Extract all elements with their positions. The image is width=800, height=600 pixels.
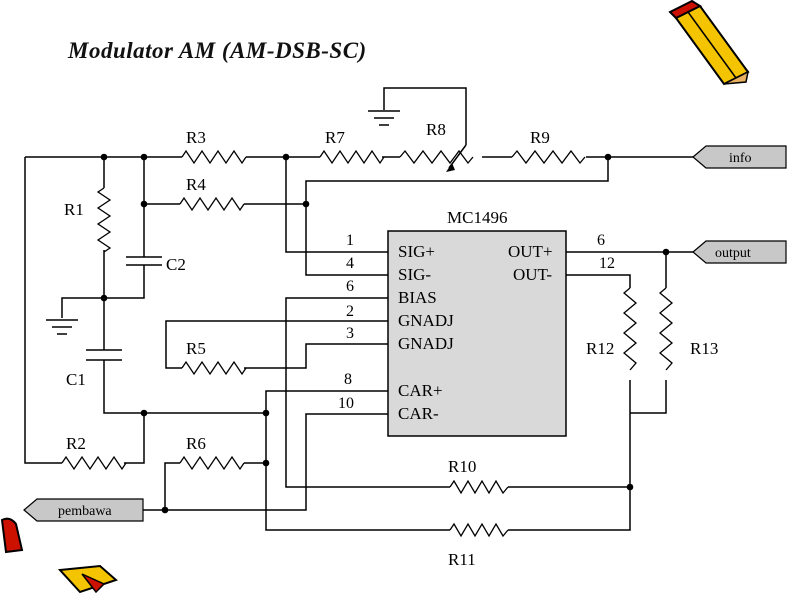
pin-label-out-plus: OUT+ xyxy=(508,242,553,261)
pencil-icon xyxy=(668,0,750,86)
resistor-r7 xyxy=(319,149,385,165)
label-c2: C2 xyxy=(166,255,186,274)
port-pembawa-label: pembawa xyxy=(58,504,112,519)
resistor-r8 xyxy=(399,149,474,165)
port-info-label: info xyxy=(729,151,752,166)
capacitor-c1 xyxy=(86,346,122,364)
label-r7: R7 xyxy=(325,128,345,147)
port-pembawa: pembawa xyxy=(23,498,144,522)
pin-label-gnadj-1: GNADJ xyxy=(398,311,454,330)
port-output: output xyxy=(692,240,787,264)
label-r12: R12 xyxy=(586,339,614,358)
chip-name: MC1496 xyxy=(447,208,507,227)
pin-number-4: 4 xyxy=(346,255,354,272)
pin-number-1: 1 xyxy=(346,232,354,249)
pin-number-6-right: 6 xyxy=(597,232,605,249)
label-c1: C1 xyxy=(66,370,86,389)
label-r11: R11 xyxy=(448,550,476,569)
port-info: info xyxy=(692,145,787,169)
resistor-r2 xyxy=(61,455,127,471)
resistor-r3 xyxy=(181,149,247,165)
label-r8: R8 xyxy=(426,120,446,139)
label-r4: R4 xyxy=(186,175,206,194)
ground-icon xyxy=(368,110,400,126)
pin-number-2: 2 xyxy=(346,303,354,320)
ground-icon xyxy=(46,319,78,335)
label-r1: R1 xyxy=(64,200,84,219)
resistor-r4 xyxy=(179,196,245,212)
pin-number-8: 8 xyxy=(344,371,352,388)
resistor-r9 xyxy=(511,149,586,165)
port-output-label: output xyxy=(715,246,751,261)
resistor-r12 xyxy=(622,287,638,371)
resistor-r5 xyxy=(181,360,247,376)
pin-label-gnadj-2: GNADJ xyxy=(398,334,454,353)
pin-label-car-plus: CAR+ xyxy=(398,381,443,400)
pin-number-3: 3 xyxy=(346,325,354,342)
label-r9: R9 xyxy=(530,128,550,147)
pin-number-6-left: 6 xyxy=(346,278,354,295)
slide-title: Modulator AM (AM-DSB-SC) xyxy=(68,38,367,63)
resistor-r6 xyxy=(179,455,245,471)
resistor-r1 xyxy=(96,187,112,253)
label-r3: R3 xyxy=(186,128,206,147)
resistor-r13 xyxy=(658,287,674,371)
pin-label-sig-minus: SIG- xyxy=(398,265,431,284)
label-r2: R2 xyxy=(66,434,86,453)
label-r6: R6 xyxy=(186,434,206,453)
mc1496-chip xyxy=(387,230,567,437)
label-r5: R5 xyxy=(186,339,206,358)
pin-label-out-minus: OUT- xyxy=(513,265,552,284)
pin-label-car-minus: CAR- xyxy=(398,404,439,423)
resistor-r10 xyxy=(449,479,509,495)
label-r13: R13 xyxy=(690,339,718,358)
pin-label-sig-plus: SIG+ xyxy=(398,242,435,261)
pin-number-12: 12 xyxy=(599,255,615,272)
capacitor-c2 xyxy=(126,248,162,272)
pin-label-bias: BIAS xyxy=(398,288,437,307)
pin-number-10: 10 xyxy=(338,395,354,412)
resistor-r11 xyxy=(449,522,509,538)
label-r10: R10 xyxy=(448,457,476,476)
pencil-icon xyxy=(0,517,118,594)
